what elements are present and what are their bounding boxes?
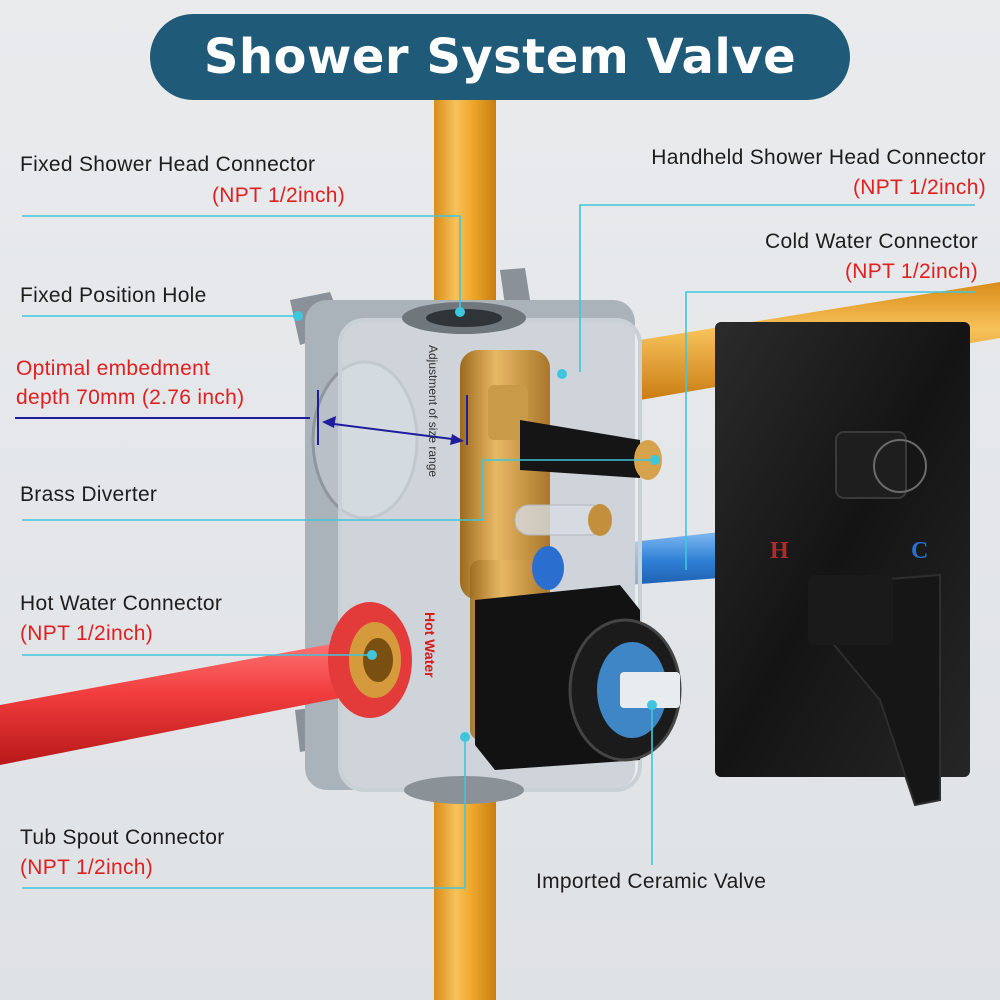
title-banner: Shower System Valve — [150, 14, 850, 100]
callout-dot-tub — [460, 732, 470, 742]
callout-dot-fixed-head — [455, 307, 465, 317]
label-ceramic-valve: Imported Ceramic Valve — [536, 870, 767, 893]
label-embed-line1: Optimal embedment — [16, 357, 211, 380]
callout-lines — [22, 204, 975, 889]
top-connector-inner — [426, 309, 502, 327]
mounting-ear-top-right — [500, 268, 530, 305]
diverter-stem — [520, 420, 640, 478]
hot-water-pipe — [0, 635, 380, 765]
spec-hot-water: (NPT 1/2inch) — [20, 622, 154, 645]
lever-hub — [808, 575, 893, 645]
callout-line-brass — [22, 459, 655, 521]
callout-dot-hot — [367, 650, 377, 660]
label-hot-water: Hot Water Connector — [20, 592, 223, 615]
hot-mark: H — [770, 538, 789, 564]
label-fixed-head: Fixed Shower Head Connector — [20, 153, 316, 176]
side-fitting-upper-end — [588, 504, 612, 536]
callout-dots — [293, 307, 660, 742]
label-cold-water: Cold Water Connector — [765, 230, 978, 253]
diverter-nut — [488, 385, 528, 440]
adjustment-range-text: Adjustment of size range — [426, 345, 440, 478]
embed-arrow-shaft — [325, 422, 461, 441]
embedment-dimension — [15, 390, 468, 445]
label-handheld-head: Handheld Shower Head Connector — [651, 146, 986, 169]
cold-mark: C — [911, 538, 929, 564]
callout-dot-fixed-hole — [293, 311, 303, 321]
cold-inlet-ring — [532, 546, 564, 590]
diverter-knob-icon — [873, 439, 927, 493]
bottom-connector-ring — [404, 776, 524, 804]
spec-tub-spout: (NPT 1/2inch) — [20, 856, 154, 879]
callout-dot-brass — [650, 455, 660, 465]
callout-line-cold — [685, 291, 975, 570]
spec-fixed-head: (NPT 1/2inch) — [212, 184, 346, 207]
callout-dot-handheld — [557, 369, 567, 379]
hot-water-arrow-text: Hot Water — [422, 612, 438, 678]
spec-cold-water: (NPT 1/2inch) — [844, 260, 978, 283]
spec-handheld-head: (NPT 1/2inch) — [852, 176, 986, 199]
label-tub-spout: Tub Spout Connector — [20, 826, 225, 849]
ceramic-valve-stem — [620, 672, 680, 708]
page-title: Shower System Valve — [203, 29, 797, 85]
hot-inlet-hole — [363, 638, 393, 682]
callout-line-handheld — [579, 204, 975, 372]
callout-line-tub — [22, 737, 466, 889]
embed-arrow-head-left — [322, 416, 336, 428]
label-fixed-hole: Fixed Position Hole — [20, 284, 207, 307]
embed-arrow-head-right — [450, 434, 464, 445]
callout-line-fixed-head — [22, 215, 461, 312]
label-brass-diverter: Brass Diverter — [20, 483, 158, 506]
label-embed-line2: depth 70mm (2.76 inch) — [16, 386, 245, 409]
callout-dot-ceramic — [647, 700, 657, 710]
diverter-knob — [835, 431, 907, 499]
